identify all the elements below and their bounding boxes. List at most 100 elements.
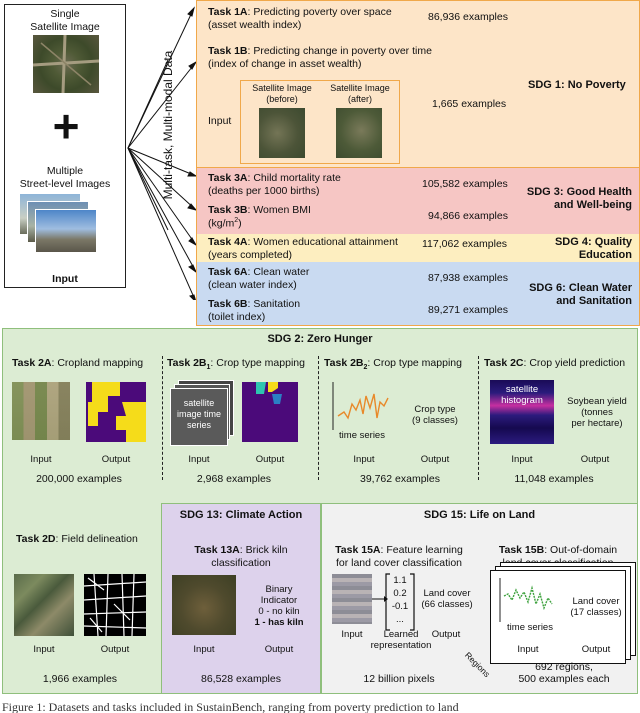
task1b-input-box [240, 80, 400, 164]
task2d-title: Task 2D: Field delineation [16, 533, 138, 545]
multiple-street-title: Multiple Street-level Images [19, 165, 111, 190]
task6a-count: 87,938 examples [428, 272, 508, 284]
task3b-sub-sup: 2 [234, 217, 239, 224]
task1a-desc: : Predicting poverty over space [247, 6, 392, 18]
task2a-output-label: Output [101, 454, 131, 465]
task6a-title: Task 6A: Clean water [208, 266, 309, 278]
task15a-cover-label: Land cover (66 classes) [421, 588, 473, 610]
task2b1-output-label: Output [255, 454, 285, 465]
task15b-output-label: Output [581, 644, 611, 655]
task2d-input-image [14, 574, 74, 636]
task2d-name: Task 2D [16, 533, 56, 545]
task3b-sub: (kg/m2) [208, 217, 242, 230]
task2b1-name-text: Task 2B [167, 357, 207, 369]
task1a-count: 86,936 examples [428, 11, 508, 23]
task2b1-input-label: Input [188, 454, 210, 465]
task6b-count: 89,271 examples [428, 304, 508, 316]
task2d-input-label: Input [33, 644, 55, 655]
sdg13-title: SDG 13: Climate Action [179, 509, 303, 521]
task13a-out2: 1 - has kiln [254, 617, 304, 628]
task3a-desc: : Child mortality rate [247, 172, 341, 184]
task4a-name: Task 4A [208, 236, 248, 248]
task13a-name: Task 13A [194, 544, 240, 556]
task6a-sub: (clean water index) [208, 279, 297, 291]
task15a-desc: : Feature learning for land cover classi… [335, 544, 463, 569]
task6a-name: Task 6A [208, 266, 248, 278]
task13a-out1: Binary Indicator 0 - no kiln [258, 584, 300, 617]
task2b1-stack-front [170, 388, 228, 446]
street-image-front [35, 209, 97, 253]
task15b-name: Task 15B [498, 544, 545, 556]
task15a-brackets [385, 573, 415, 631]
task3a-title: Task 3A: Child mortality rate [208, 172, 341, 184]
task15a-title: Task 15A: Feature learning for land cove… [324, 531, 474, 570]
task15b-input-label: Input [517, 644, 539, 655]
task15a-vec-1: 0.2 [393, 588, 407, 599]
sdg3-panel [196, 168, 640, 234]
task6a-desc: : Clean water [247, 266, 310, 278]
task1b-input-word: Input [208, 115, 232, 127]
task15b-ts-label: time series [507, 622, 553, 633]
task1a-sub: (asset wealth index) [208, 19, 302, 31]
task3b-count: 94,866 examples [428, 210, 508, 222]
task2b1-count: 2,968 examples [196, 473, 272, 485]
task1b-count: 1,665 examples [432, 98, 507, 110]
task2c-histogram-image [490, 380, 554, 444]
task2d-output-label: Output [100, 644, 130, 655]
task2b2-title: Task 2B2: Crop type mapping [324, 357, 462, 371]
task13a-desc: : Brick kiln classification [211, 544, 288, 569]
task2b2-output-label: Output [420, 454, 450, 465]
sdg6-panel [196, 262, 640, 326]
task2b2-name-text: Task 2B [324, 357, 364, 369]
task3b-desc: : Women BMI [247, 204, 311, 216]
fan-label: Multi-task, Multi-modal Data [161, 50, 175, 200]
task3b-name: Task 3B [208, 204, 248, 216]
task13a-title: Task 13A: Brick kiln classification [161, 531, 321, 570]
sat-after-label: Satellite Image (after) [330, 83, 390, 104]
sdg2-title: SDG 2: Zero Hunger [267, 333, 373, 345]
task2a-output-image [86, 382, 146, 442]
task15a-count: 12 billion pixels [363, 673, 435, 685]
task2b2-input-label: Input [353, 454, 375, 465]
sdg6-title: SDG 6: Clean Water and Sanitation [529, 282, 632, 307]
task2c-count: 11,048 examples [514, 473, 594, 485]
task15b-card-front [490, 570, 626, 664]
task2b1-name-sub: 1 [206, 364, 211, 372]
sdg4-panel [196, 234, 640, 262]
task1b-title: Task 1B: Predicting change in poverty ov… [208, 45, 432, 57]
task4a-desc: : Women educational attainment [247, 236, 398, 248]
task6b-sub: (toilet index) [208, 311, 266, 323]
task15a-name: Task 15A [335, 544, 381, 556]
task15a-vec-2: -0.1 [391, 601, 409, 612]
task2c-name: Task 2C [484, 357, 524, 369]
sdg1-title: SDG 1: No Poverty [528, 79, 626, 91]
sdg15-title: SDG 15: Life on Land [423, 509, 536, 521]
task15b-count: 692 regions, 500 examples each [518, 661, 610, 685]
task6b-title: Task 6B: Sanitation [208, 298, 300, 310]
task3b-sub-end: ) [238, 217, 242, 230]
task2c-desc: : Crop yield prediction [523, 357, 626, 369]
task13a-input-label: Input [193, 644, 215, 655]
task2b2-name: Task 2B2 [324, 357, 368, 372]
task2b2-crop-label: Crop type (9 classes) [412, 404, 458, 426]
task4a-count: 117,062 examples [422, 238, 508, 250]
task1a-title: Task 1A: Predicting poverty over space [208, 6, 392, 18]
task2a-output-mask [88, 382, 146, 442]
task1b-name: Task 1B [208, 45, 248, 57]
task1b-desc: : Predicting change in poverty over time [247, 45, 432, 57]
divider-3 [478, 356, 479, 480]
task13a-input-image [172, 575, 236, 635]
task2c-title: Task 2C: Crop yield prediction [484, 357, 625, 369]
task2b1-output-fields [256, 382, 282, 404]
divider-1 [162, 356, 163, 480]
task15b-cover-label: Land cover (17 classes) [570, 596, 622, 618]
task2b1-title: Task 2B1: Crop type mapping [167, 357, 305, 371]
task2c-input-label: Input [511, 454, 533, 465]
task3b-sub-text: (kg/m [208, 217, 235, 230]
task2b2-name-sub: 2 [363, 364, 368, 372]
task13a-output-text: Binary Indicator 0 - no kiln 1 - has kil… [242, 584, 316, 628]
task2c-output-label: Output [580, 454, 610, 465]
task2b2-count: 39,762 examples [360, 473, 440, 485]
task2b2-ts-label: time series [339, 430, 385, 441]
task2d-output-image [83, 573, 147, 637]
